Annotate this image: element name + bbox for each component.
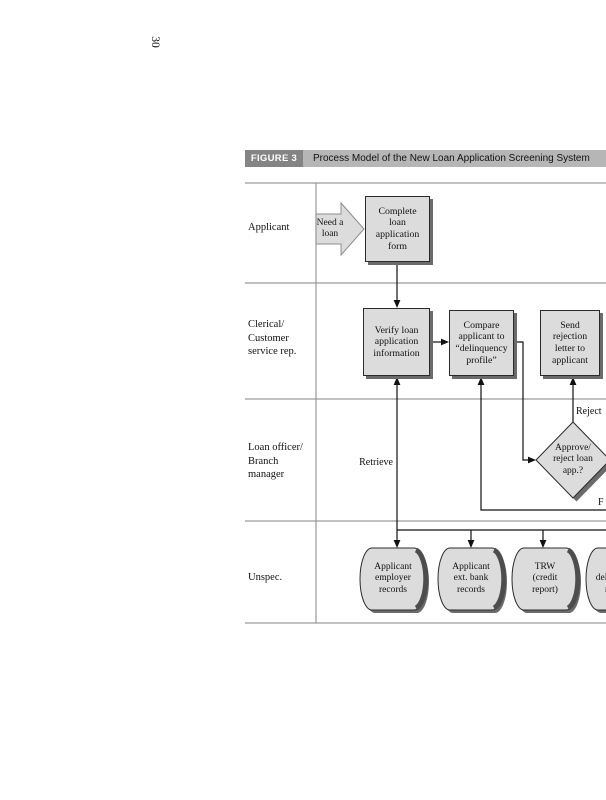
data-store-shape <box>437 547 507 613</box>
arrowheads <box>393 300 577 548</box>
decision-diamond-shape <box>535 421 606 502</box>
flow-lines <box>396 262 606 540</box>
arrowhead-icon <box>467 540 475 548</box>
lane-label-loan-officer: Loan officer/ Branch manager <box>248 442 303 480</box>
datastore-trw-credit-report: TRW (credit report) <box>532 561 558 595</box>
flow-store-to-compare <box>480 385 606 511</box>
lane-label-applicant: Applicant <box>248 222 290 233</box>
arrowhead-icon <box>393 540 401 548</box>
data-store-shapes <box>359 547 606 613</box>
need-loan-label: Need a loan <box>316 217 344 239</box>
lane-label-clerical: Clerical/ Customer service rep. <box>248 319 297 357</box>
process-verify-loan-application: Verify loan application information <box>363 308 430 376</box>
arrowhead-icon <box>569 377 577 385</box>
datastore-applicant-employer-records: Applicant employer records <box>374 561 412 595</box>
process-compare-delinquency-profile: Compare applicant to “delinquency profil… <box>449 310 514 376</box>
flow-label-reject: Reject <box>576 406 602 417</box>
data-store-shape <box>359 547 429 613</box>
figure-title: Process Model of the New Loan Applicatio… <box>313 153 590 164</box>
arrowhead-icon <box>441 338 449 346</box>
arrowhead-icon <box>477 377 485 385</box>
arrowhead-icon <box>393 377 401 385</box>
datastore-loan-delinquency-records: Loan delinquency records <box>595 573 606 594</box>
flow-label-edge-partial: F <box>598 497 604 508</box>
flow-label-retrieve: Retrieve <box>359 457 393 468</box>
process-send-rejection-letter: Send rejection letter to applicant <box>540 310 600 376</box>
figure-header: FIGURE 3 Process Model of the New Loan A… <box>245 150 606 167</box>
need-loan-arrow-shape <box>315 201 365 257</box>
data-store-shape <box>511 547 581 613</box>
flow-compare-to-decision <box>514 341 528 461</box>
lane-label-unspec: Unspec. <box>248 572 283 583</box>
data-store-shape <box>585 547 606 613</box>
swimlane-grid <box>245 182 606 624</box>
arrowhead-icon <box>528 456 536 464</box>
arrowhead-icon <box>393 300 401 308</box>
figure-label-badge: FIGURE 3 <box>245 150 303 167</box>
arrowhead-icon <box>539 540 547 548</box>
datastore-applicant-ext-bank-records: Applicant ext. bank records <box>452 561 490 595</box>
process-complete-loan-application: Complete loan application form <box>365 196 430 262</box>
decision-approve-reject-label: Approve/ reject loan app.? <box>553 442 593 476</box>
